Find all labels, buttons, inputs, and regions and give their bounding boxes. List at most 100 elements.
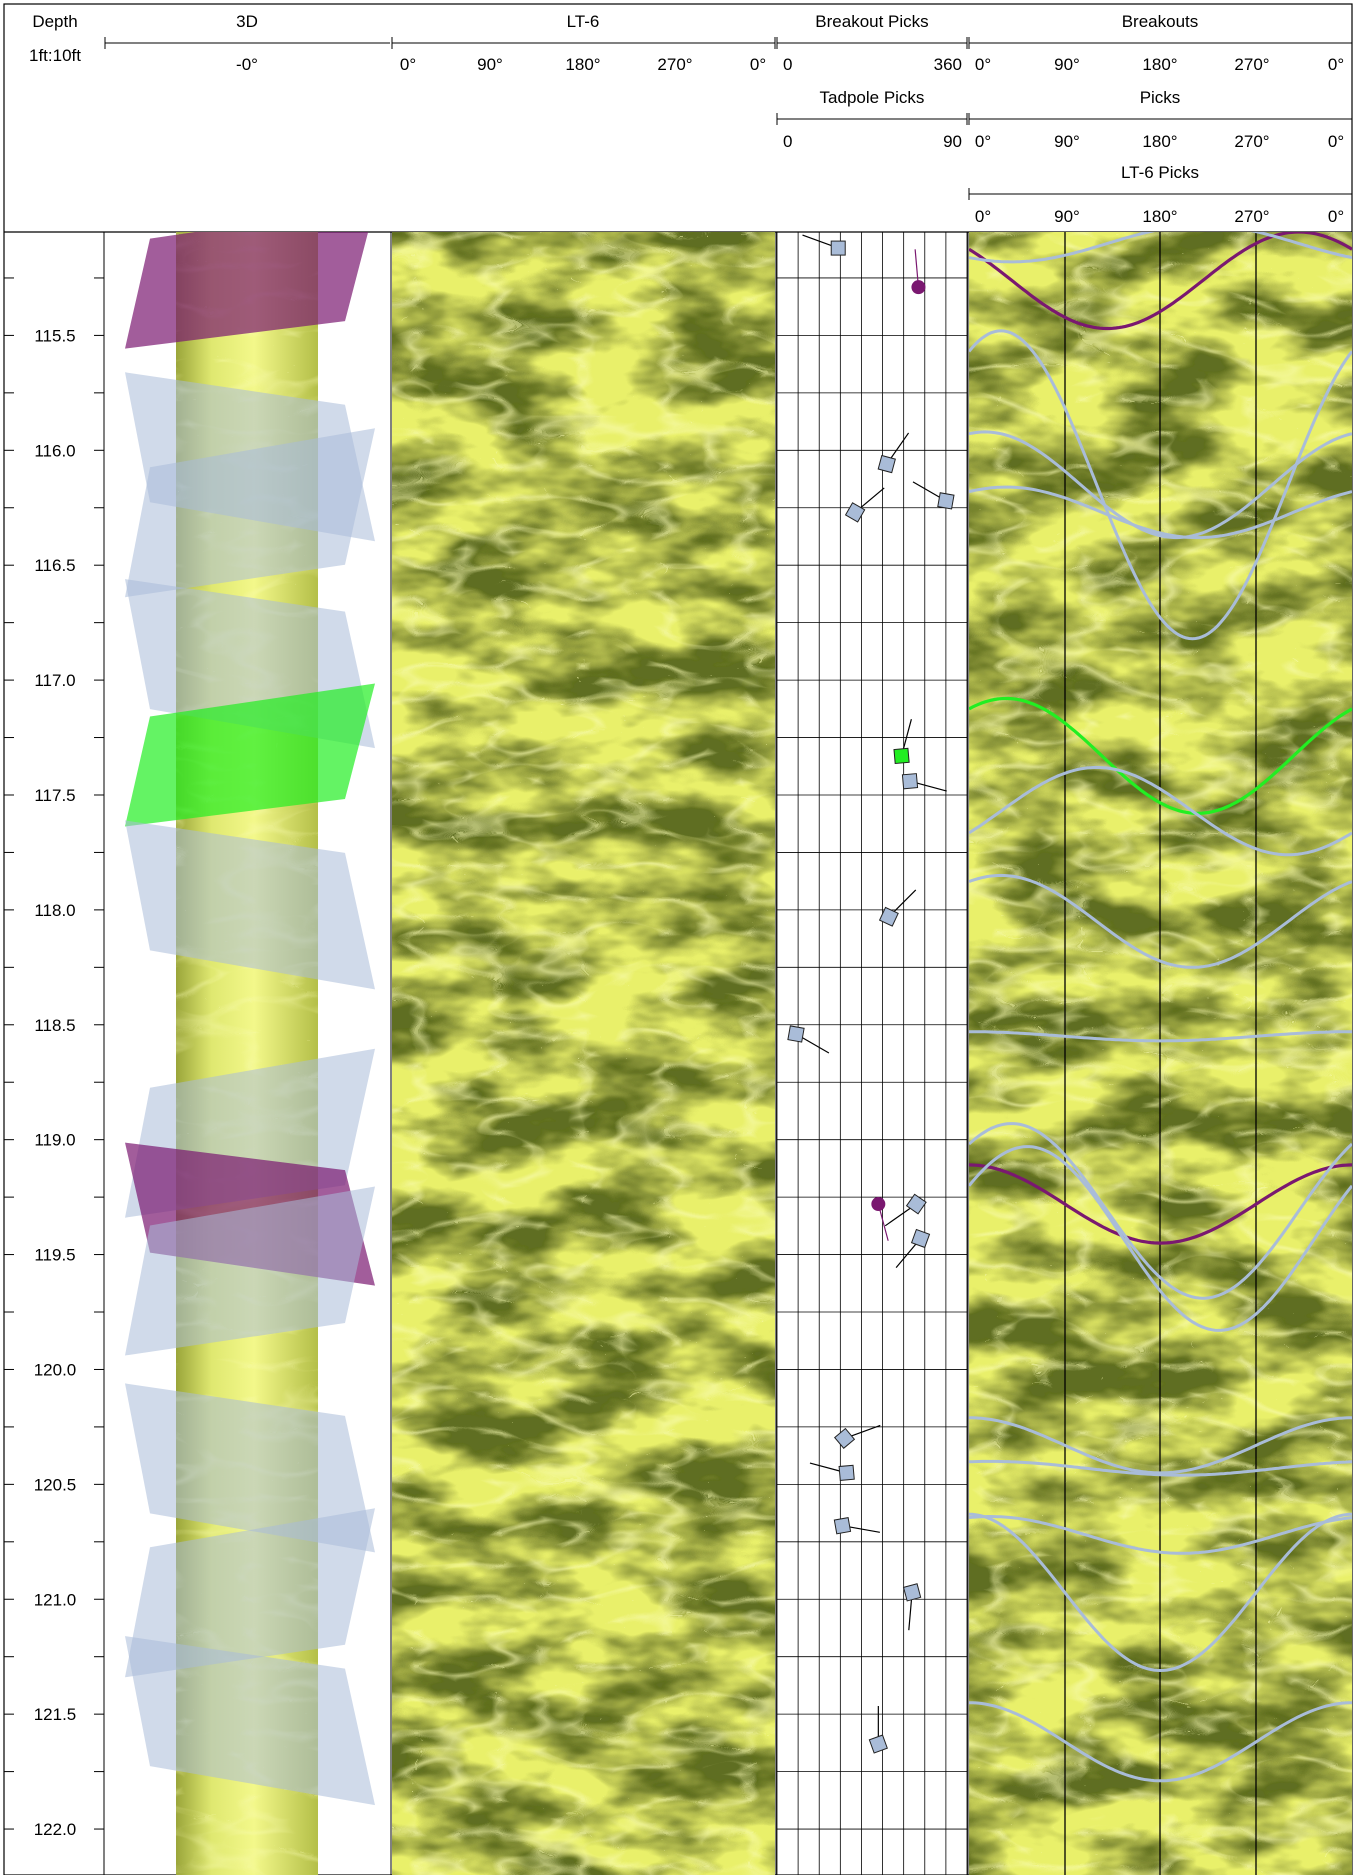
breakout-picks-title: Breakout Picks <box>815 12 928 31</box>
highlight-plane-3d <box>125 683 375 827</box>
plane-sinusoid[interactable] <box>969 485 1352 540</box>
picks-tick-90: 90° <box>1054 132 1080 151</box>
tadpole-pick-marker[interactable] <box>830 240 846 256</box>
plane-sinusoid[interactable] <box>969 430 1352 540</box>
picks-tick-360: 0° <box>1328 132 1344 151</box>
plane-sinusoid[interactable] <box>969 1459 1352 1477</box>
breakouts-tick-0: 0° <box>975 55 991 74</box>
depth-label: 118.5 <box>34 1016 75 1035</box>
tadpole-pick-marker[interactable] <box>877 454 896 474</box>
lt6-image-track <box>392 232 775 1875</box>
depth-label: 117.0 <box>34 671 75 690</box>
plane-sinusoid[interactable] <box>969 1701 1352 1783</box>
plane-3d <box>125 428 375 598</box>
plane-3d <box>125 1636 375 1806</box>
tadpole-picks-title: Tadpole Picks <box>820 88 925 107</box>
breakouts-image-track <box>969 225 1352 1875</box>
tadpole-min: 0 <box>783 132 792 151</box>
picks-title: Picks <box>1140 88 1181 107</box>
tadpole-pick-marker[interactable] <box>937 492 955 510</box>
tadpole-pick-marker[interactable] <box>787 1025 805 1043</box>
plane-sinusoid[interactable] <box>969 765 1352 857</box>
breakouts-tick-270: 270° <box>1234 55 1269 74</box>
lt6-tick-90: 90° <box>477 55 503 74</box>
breakout-pick-marker[interactable] <box>911 280 926 295</box>
lt6-picks-title: LT-6 Picks <box>1121 163 1199 182</box>
highlight-sinusoid[interactable] <box>969 696 1352 816</box>
breakouts-tick-90: 90° <box>1054 55 1080 74</box>
tadpole-track <box>776 232 968 1875</box>
picks-tick-270: 270° <box>1234 132 1269 151</box>
tadpole-pick-marker[interactable] <box>905 1193 927 1215</box>
lt6-picks-tick-360: 0° <box>1328 207 1344 226</box>
depth-track: 115.5 116.0 116.5 117.0 117.5 118.0 118.5 119.0… <box>4 277 104 1839</box>
plane-sinusoid[interactable] <box>969 225 1352 264</box>
breakout-sinusoid[interactable] <box>969 232 1352 331</box>
tadpole-max: 90 <box>943 132 962 151</box>
depth-label: 121.5 <box>34 1705 77 1724</box>
lt6-veins <box>392 232 775 1875</box>
track-lt6-title: LT-6 <box>567 12 600 31</box>
lt6-picks-tick-90: 90° <box>1054 207 1080 226</box>
depth-title: Depth <box>32 12 77 31</box>
lt6-picks-tick-180: 180° <box>1142 207 1177 226</box>
plane-sinusoid[interactable] <box>969 329 1352 641</box>
tadpole-pick-marker[interactable] <box>833 1517 852 1535</box>
depth-label: 121.0 <box>34 1590 77 1609</box>
breakouts-tick-180: 180° <box>1142 55 1177 74</box>
tadpole-pick-marker[interactable] <box>878 906 899 927</box>
plane-sinusoid[interactable] <box>969 1512 1352 1673</box>
breakout-min: 0 <box>783 55 792 74</box>
tadpole-pick-marker[interactable] <box>838 1464 855 1481</box>
plane-sinusoid[interactable] <box>969 1416 1352 1475</box>
lt6-picks-tick-0: 0° <box>975 207 991 226</box>
tadpole-pick-marker[interactable] <box>844 502 866 523</box>
depth-label: 115.5 <box>34 326 75 345</box>
tadpole-pick-marker[interactable] <box>910 1228 931 1249</box>
depth-label: 122.0 <box>34 1820 77 1839</box>
tadpole-layer <box>787 234 955 1754</box>
track-3d-title: 3D <box>236 12 258 31</box>
tadpole-grid <box>776 232 968 1875</box>
breakout-pick-marker[interactable] <box>871 1197 886 1212</box>
plane-3d <box>125 1508 375 1678</box>
picks-tick-180: 180° <box>1142 132 1177 151</box>
lt6-tick-180: 180° <box>565 55 600 74</box>
breakout-max: 360 <box>934 55 962 74</box>
lt6-picks-tick-270: 270° <box>1234 207 1269 226</box>
plane-sinusoid[interactable] <box>969 1145 1352 1332</box>
lt6-tick-0: 0° <box>400 55 416 74</box>
plane-sinusoid[interactable] <box>969 1122 1352 1300</box>
sinusoid-layer <box>969 225 1352 1783</box>
tadpole-pick-marker[interactable] <box>901 773 919 790</box>
breakouts-tick-360: 0° <box>1328 55 1344 74</box>
plane-3d <box>125 820 375 990</box>
track-3d-azimuth: -0° <box>236 55 258 74</box>
tadpole-pick-marker[interactable] <box>902 1583 922 1602</box>
lt6-tick-360: 0° <box>750 55 766 74</box>
depth-label: 116.0 <box>34 441 75 460</box>
depth-label: 120.0 <box>34 1360 77 1379</box>
plane-sinusoid[interactable] <box>969 1515 1352 1555</box>
plane-3d <box>125 1186 375 1356</box>
picks-tick-0: 0° <box>975 132 991 151</box>
depth-label: 117.5 <box>34 786 75 805</box>
tadpole-pick-marker[interactable] <box>868 1734 888 1754</box>
depth-label: 119.0 <box>34 1131 75 1150</box>
tadpole-pick-marker[interactable] <box>893 747 910 765</box>
plane-3d <box>125 1383 375 1553</box>
plane-3d-layer <box>125 232 375 1806</box>
depth-label: 120.5 <box>34 1475 77 1494</box>
depth-label: 118.0 <box>34 901 75 920</box>
breakout-plane-3d <box>125 232 369 349</box>
depth-label: 119.5 <box>34 1246 75 1265</box>
core-3d-track <box>125 232 375 1875</box>
plane-sinusoid[interactable] <box>969 1030 1352 1043</box>
lt6-tick-270: 270° <box>657 55 692 74</box>
plane-sinusoid[interactable] <box>969 873 1352 969</box>
tadpole-pick-marker[interactable] <box>833 1427 856 1449</box>
depth-label: 116.5 <box>34 556 75 575</box>
breakout-sinusoid[interactable] <box>969 1163 1352 1245</box>
scale-label: 1ft:10ft <box>29 46 81 65</box>
